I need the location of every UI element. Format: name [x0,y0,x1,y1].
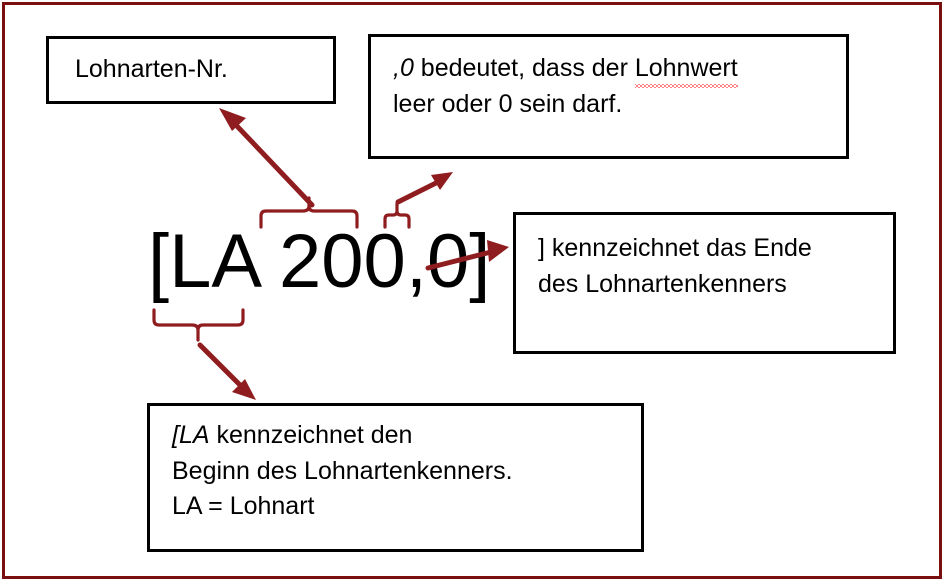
callout-null-bedeutet-spellchecked-word: Lohnwert [634,51,738,87]
arrow-to-null-bedeutet [395,172,453,205]
brace-decimal-top [383,202,411,229]
callout-ende-kenner: ] kennzeichnet das Ende des Lohnartenken… [513,212,896,354]
brace-number-top [259,196,359,229]
callout-beginn-kenner-line3: LA = Lohnart [172,492,315,520]
callout-beginn-kenner-line1: [LA kennzeichnet den [172,418,641,454]
callout-beginn-kenner-italic-token: [LA [172,421,210,449]
arrow-to-ende-kenner [425,240,509,271]
arrow-to-lohnarten-nr [219,108,315,208]
callout-lohnarten-nr-line1: Lohnarten-Nr. [75,55,228,84]
brace-open-bottom [152,308,245,342]
code-segment-close: ] [469,219,491,304]
callout-beginn-kenner: [LA kennzeichnet den Beginn des Lohnarte… [147,403,644,552]
callout-ende-kenner-line1: ] kennzeichnet das Ende [538,234,812,262]
callout-null-bedeutet-line1: ,0 bedeutet, dass der Lohnwert [393,51,846,87]
code-segment-number: 200 [279,219,406,304]
callout-null-bedeutet-italic-token: ,0 [393,54,414,82]
code-segment-open: [LA [148,219,258,304]
callout-null-bedeutet: ,0 bedeutet, dass der Lohnwert leer oder… [368,34,849,159]
callout-null-bedeutet-line2: leer oder 0 sein darf. [393,89,623,118]
callout-ende-kenner-line2: des Lohnartenkenners [538,269,787,298]
callout-beginn-kenner-line2: Beginn des Lohnartenkenners. [172,456,513,485]
callout-null-bedeutet-line1-rest: bedeutet, dass der [413,54,635,82]
callout-lohnarten-nr: Lohnarten-Nr. [46,36,336,104]
arrow-to-beginn-kenner [197,342,256,400]
callout-beginn-kenner-line1-rest: kennzeichnet den [209,421,413,449]
